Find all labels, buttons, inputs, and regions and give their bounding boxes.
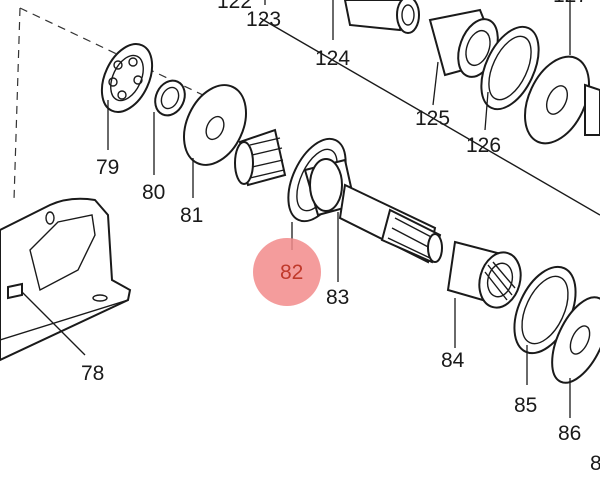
label-8: 8 [590, 452, 600, 475]
leader-lines [21, 0, 571, 418]
highlight-marker [253, 238, 321, 306]
label-122: 122 [217, 0, 252, 13]
label-80: 80 [142, 181, 165, 204]
label-81: 81 [180, 204, 203, 227]
part-83-shaft [234, 128, 443, 264]
part-79-ball-bearing [100, 43, 154, 113]
part-86-disc [551, 296, 600, 384]
label-125: 125 [415, 107, 450, 130]
label-82: 82 [280, 261, 303, 284]
part-labels: 122 123 124 125 126 127 79 80 81 82 83 8… [81, 0, 600, 475]
label-79: 79 [96, 156, 119, 179]
label-126: 126 [466, 134, 501, 157]
label-127: 127 [553, 0, 588, 7]
part-127-disc [524, 55, 600, 145]
label-83: 83 [326, 286, 349, 309]
part-126-washer [480, 25, 540, 111]
part-124-housing [343, 0, 420, 34]
part-80-sleeve [154, 79, 186, 117]
label-123: 123 [246, 8, 281, 31]
label-86: 86 [558, 422, 581, 445]
label-124: 124 [315, 47, 350, 70]
part-84-needle-bearing [446, 240, 522, 309]
label-85: 85 [514, 394, 537, 417]
label-78: 78 [81, 362, 104, 385]
housing-bracket [0, 197, 132, 362]
label-84: 84 [441, 349, 465, 372]
part-81-washer [183, 84, 247, 166]
assembly-guide-lines [13, 7, 600, 216]
